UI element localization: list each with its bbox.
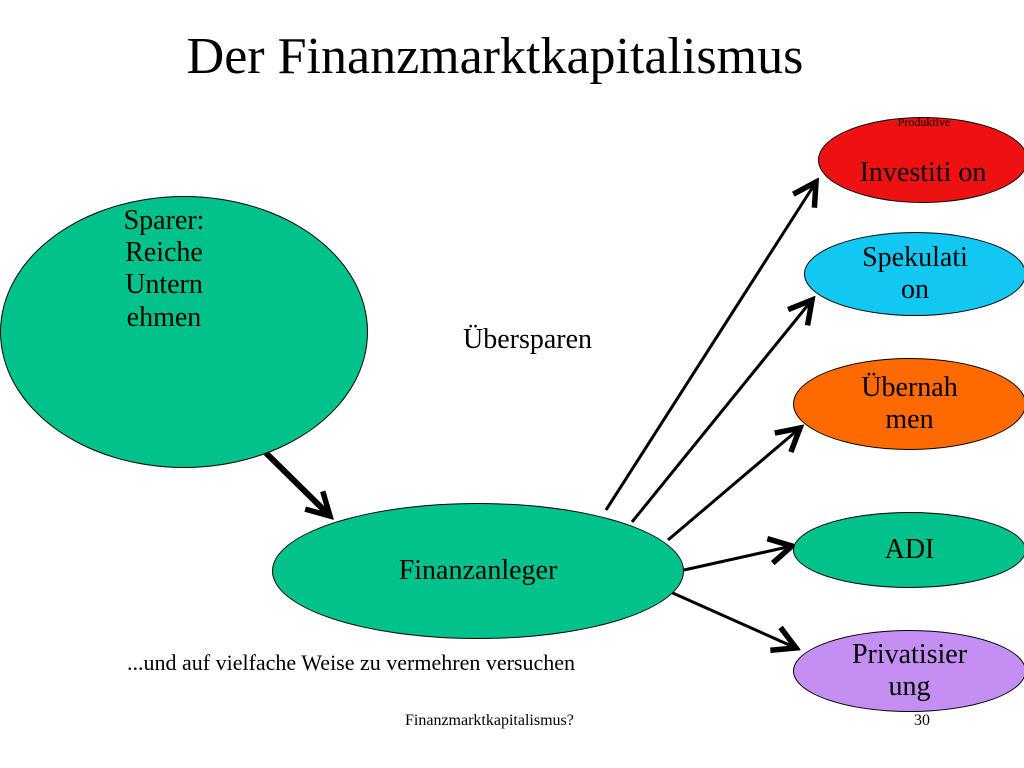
uebersparen-label: Übersparen [463, 324, 593, 355]
node-investition-small-label: Produktive [897, 115, 951, 129]
node-sparer-label: Sparer: Reiche Untern ehmen [123, 205, 205, 333]
node-finanzanleger: Finanzanleger [272, 503, 684, 639]
arrow-to-investition [604, 182, 816, 511]
node-uebernahmen-label: Übernah men [861, 371, 958, 435]
node-investition: Investiti on [818, 117, 1024, 203]
diagram-caption: ...und auf vielfache Weise zu vermehren … [127, 650, 576, 675]
arrow-to-spekulation [630, 300, 812, 523]
node-spekulation: Spekulati on [804, 232, 1024, 316]
node-spekulation-label: Spekulati on [862, 241, 968, 305]
node-investition-label: Investiti on [859, 156, 987, 188]
footer-title: Finanzmarktkapitalismus? [405, 712, 574, 729]
node-sparer: Sparer: Reiche Untern ehmen [0, 196, 368, 468]
arrow-to-privatisierung [665, 588, 796, 648]
arrow-sparer-to-anleger [263, 450, 330, 516]
slide-title: Der Finanzmarktkapitalismus [186, 28, 804, 85]
node-privatisierung: Privatisier ung [793, 630, 1024, 712]
node-privatisierung-label: Privatisier ung [851, 638, 968, 702]
node-uebernahmen: Übernah men [793, 358, 1024, 450]
arrow-to-adi [683, 546, 792, 572]
node-finanzanleger-label: Finanzanleger [398, 554, 558, 586]
node-adi: ADI [793, 512, 1024, 588]
arrow-to-uebernahmen [667, 428, 800, 542]
page-number: 30 [914, 712, 930, 729]
node-adi-label: ADI [884, 533, 935, 565]
